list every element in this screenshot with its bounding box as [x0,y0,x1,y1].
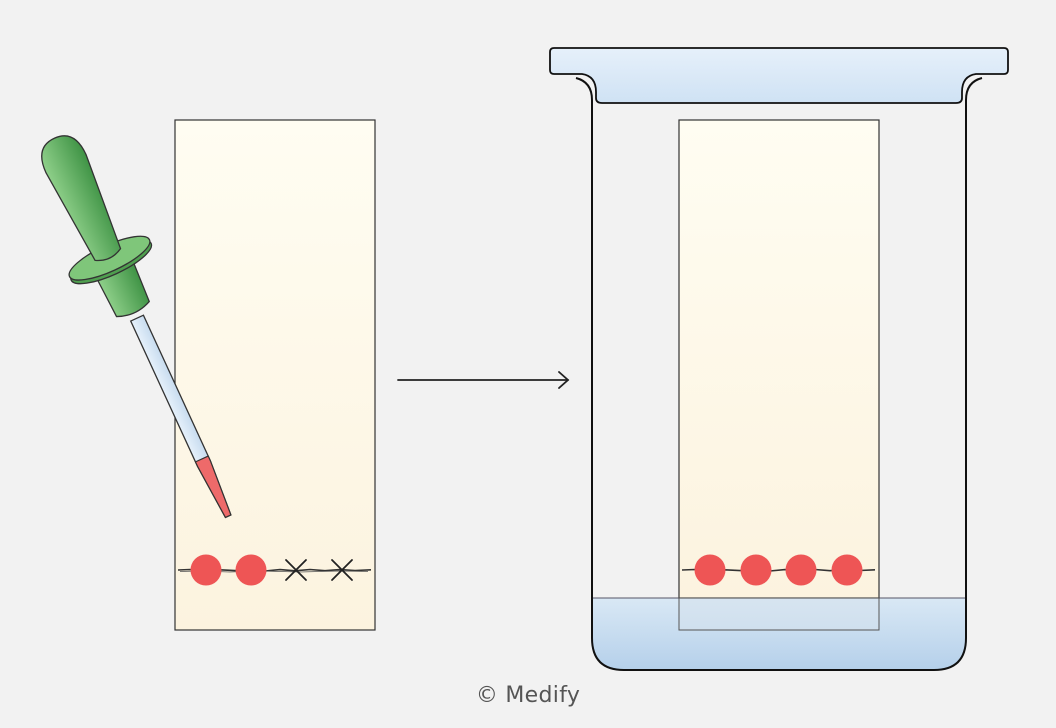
tank-lid [549,47,1009,104]
left-sample-spot-1 [190,554,222,586]
left-cross-mark-2 [331,559,353,581]
right-paper-strip [678,119,880,631]
left-sample-spot-2 [235,554,267,586]
right-sample-spot-1 [694,554,726,586]
arrow-right-icon [397,371,570,389]
copyright-text: © Medify [475,683,581,708]
pipette-icon [41,135,232,519]
developing-tank [549,47,1009,671]
left-paper-strip [174,119,376,631]
tank-walls [575,77,983,671]
right-sample-spot-3 [785,554,817,586]
left-cross-mark-1 [285,559,307,581]
right-sample-spot-2 [740,554,772,586]
right-sample-spot-4 [831,554,863,586]
